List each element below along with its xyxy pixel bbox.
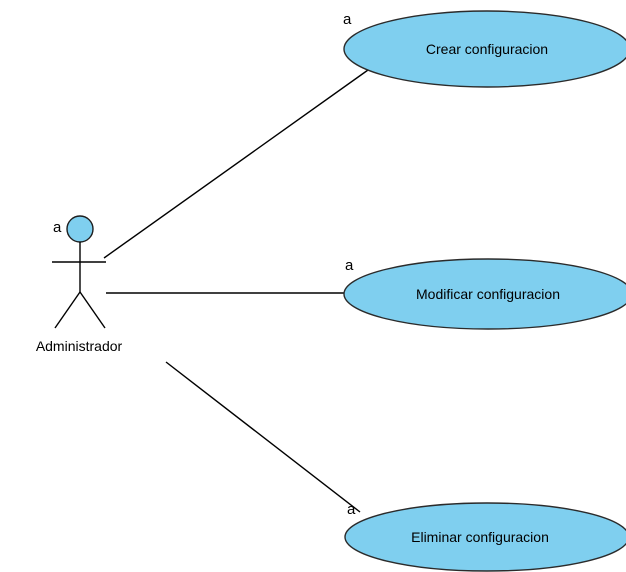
actor-head: [66, 215, 94, 243]
association-eliminar: [165, 361, 361, 513]
use-case-stereotype-mark: a: [345, 257, 354, 274]
actor-stereotype-mark: a: [53, 219, 62, 236]
use-case-ellipse: [343, 258, 626, 330]
actor-left-leg: [54, 291, 81, 329]
actor-name: Administrador: [36, 338, 123, 354]
use-case-ellipse: [344, 502, 626, 572]
use-case-label: Modificar configuracion: [416, 286, 560, 302]
use-case-crear-configuracion[interactable]: a Crear configuracion: [343, 10, 626, 88]
use-case-stereotype-mark: a: [347, 501, 356, 518]
use-case-eliminar-configuracion[interactable]: a Eliminar configuracion: [344, 501, 626, 572]
association-crear: [103, 69, 369, 259]
use-case-label: Crear configuracion: [426, 41, 548, 57]
use-case-ellipse: [343, 10, 626, 88]
use-case-label: Eliminar configuracion: [411, 529, 549, 545]
actor-administrador[interactable]: a Administrador: [36, 215, 123, 354]
use-case-stereotype-mark: a: [343, 11, 352, 28]
use-case-modificar-configuracion[interactable]: a Modificar configuracion: [343, 257, 626, 330]
actor-right-leg: [79, 291, 106, 329]
